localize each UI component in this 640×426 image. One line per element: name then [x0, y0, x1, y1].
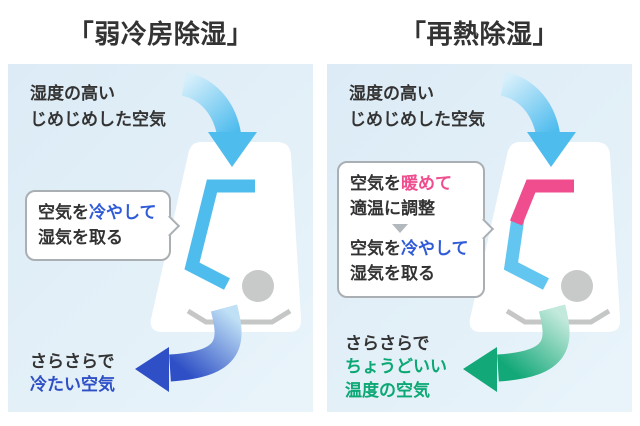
fan-icon — [242, 270, 274, 302]
process-speech-bubble: 空気を暖めて適温に調整 空気を冷やして湿気を取る — [337, 161, 485, 298]
heat-exchanger-pipe-cold — [503, 217, 549, 290]
panel-weak-cooling: 「弱冷房除湿」 — [8, 0, 313, 412]
humid-air-label: 湿度の高い じめじめした空気 — [349, 84, 485, 130]
ac-unit-body — [469, 142, 621, 332]
down-triangle-icon — [392, 224, 408, 234]
output-air-label: さらさらでちょうどいい温度の空気 — [345, 334, 447, 400]
heat-exchanger-pipe-cold — [184, 179, 255, 290]
outflow-arrow-head-icon — [135, 347, 169, 392]
process-speech-bubble: 空気を冷やして湿気を取る — [25, 190, 171, 262]
humid-air-label: 湿度の高い じめじめした空気 — [30, 84, 166, 130]
panel-reheat: 「再熱除湿」 — [327, 0, 632, 412]
intake-arrow-head-icon — [527, 132, 576, 167]
panel-canvas-weak-cooling: 湿度の高い じめじめした空気 空気を冷やして湿気を取る さらさらで冷たい空気 — [8, 64, 313, 412]
ac-diagram-weak-cooling — [135, 72, 302, 392]
panel-title-weak-cooling: 「弱冷房除湿」 — [67, 18, 254, 49]
outflow-arrow-tail — [496, 304, 570, 382]
outflow-arrow-head-icon — [463, 347, 497, 392]
fan-icon — [561, 270, 593, 302]
panel-canvas-reheat: 湿度の高い じめじめした空気 空気を暖めて適温に調整 空気を冷やして湿気を取る … — [327, 64, 632, 412]
ac-unit-body — [150, 142, 302, 332]
outflow-arrow-tail — [168, 304, 242, 382]
bubble-text-cool-step: 空気を冷やして湿気を取る — [350, 239, 469, 283]
ac-diagram-reheat — [463, 72, 621, 392]
bubble-text-heat-step: 空気を暖めて適温に調整 — [350, 174, 452, 218]
output-air-label: さらさらで冷たい空気 — [30, 352, 115, 395]
intake-arrow-head-icon — [208, 132, 257, 167]
panel-title-reheat: 「再熱除湿」 — [399, 18, 559, 49]
heat-exchanger-pipe-hot — [509, 179, 574, 226]
bubble-text: 空気を冷やして湿気を取る — [38, 203, 157, 247]
intake-arrow-tail — [181, 72, 241, 137]
outflow-arrow-group — [463, 304, 570, 392]
intake-arrow-tail — [500, 72, 560, 137]
